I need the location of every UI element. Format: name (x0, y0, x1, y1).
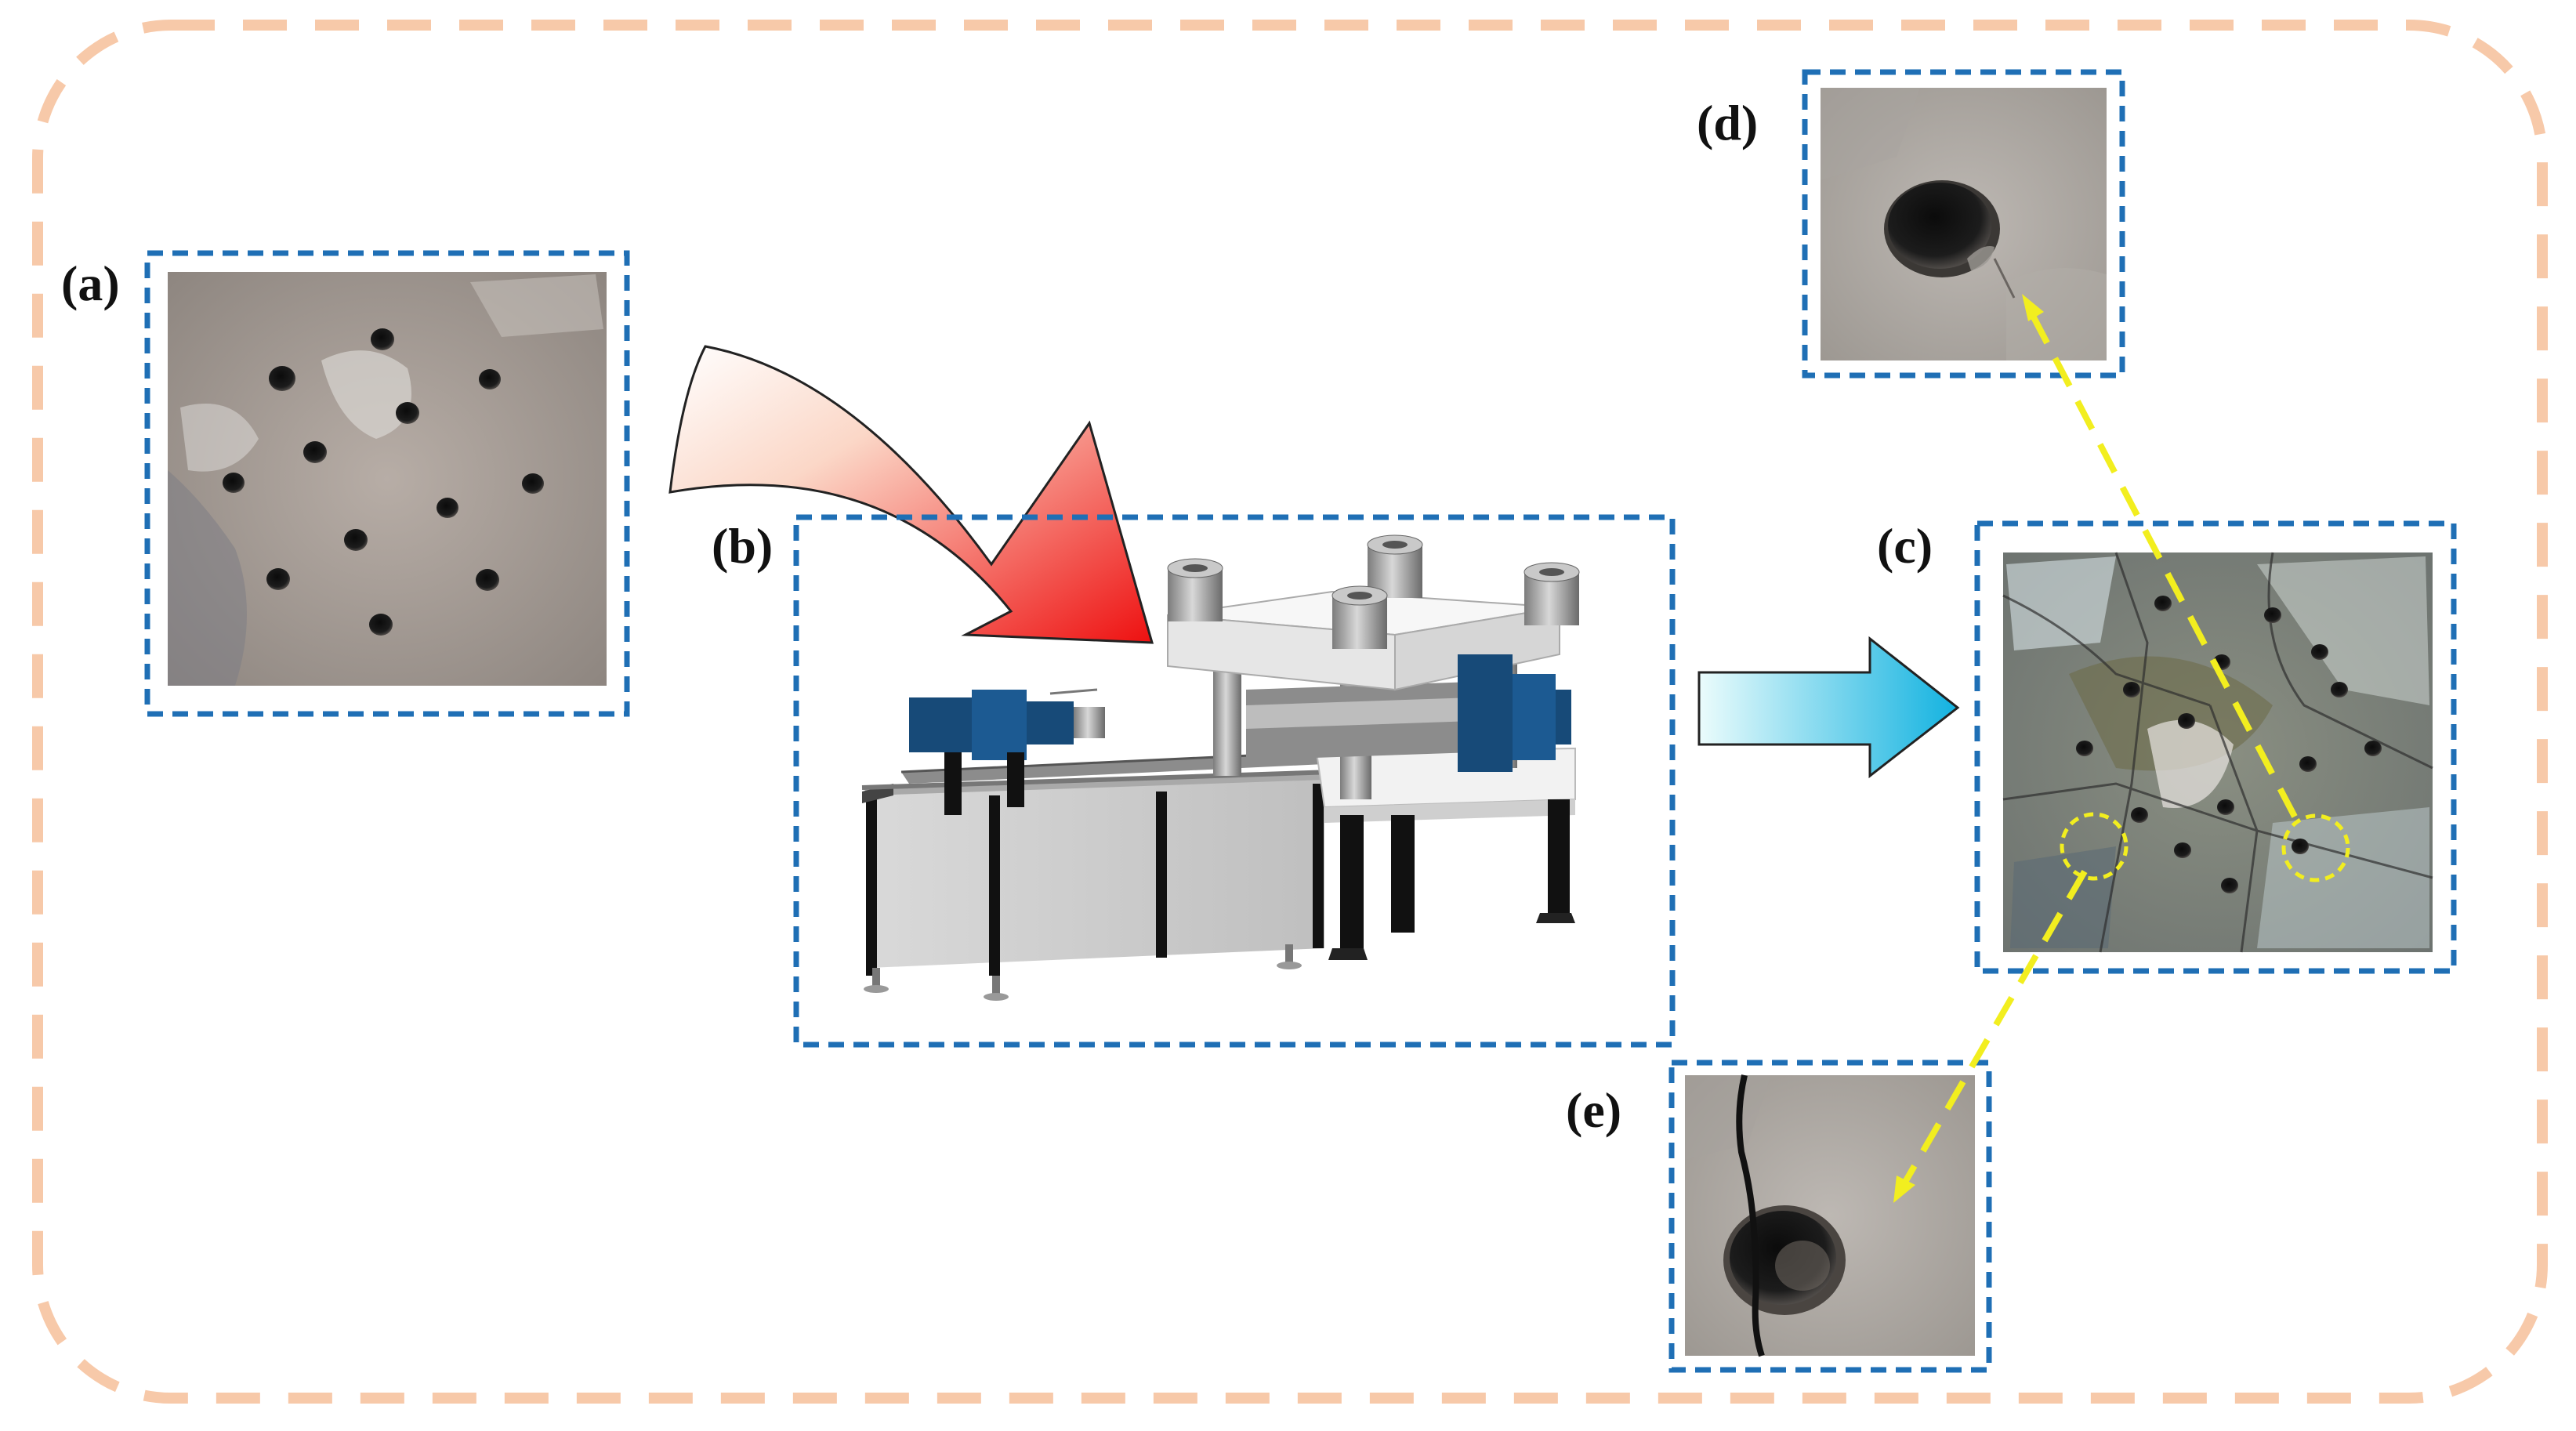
panel-d-frame (1802, 69, 2125, 379)
hole-closeup-photo (1821, 88, 2107, 360)
label-a: (a) (61, 255, 120, 311)
hydraulic-press-icon (861, 534, 1580, 1001)
leader-arrowhead-d (2022, 294, 2044, 321)
label-c: (c) (1877, 518, 1933, 574)
panel-e (1668, 1060, 1992, 1373)
panel-a-frame (144, 250, 630, 717)
panel-b-frame (793, 514, 1676, 1048)
label-b: (b) (712, 518, 774, 574)
curved-arrow-icon (668, 345, 1154, 644)
leader-lines (1893, 294, 2298, 1203)
outer-frame (32, 20, 2548, 1404)
cracked-hole-closeup-photo (1685, 1074, 1975, 1357)
drilled-plate-photo (168, 272, 607, 686)
label-d: (d) (1697, 95, 1759, 150)
leader-arrowhead-e (1893, 1176, 1915, 1203)
leader-line-e (1901, 869, 2088, 1186)
panel-d (1802, 69, 2125, 379)
panel-c (1974, 520, 2457, 974)
panel-e-frame (1668, 1060, 1992, 1373)
right-arrow-icon (1697, 636, 1960, 779)
fractured-plate-photo (2002, 552, 2433, 953)
panel-c-frame (1974, 520, 2457, 974)
panel-b (793, 514, 1676, 1048)
label-e: (e) (1566, 1082, 1622, 1138)
panel-a (144, 250, 630, 717)
